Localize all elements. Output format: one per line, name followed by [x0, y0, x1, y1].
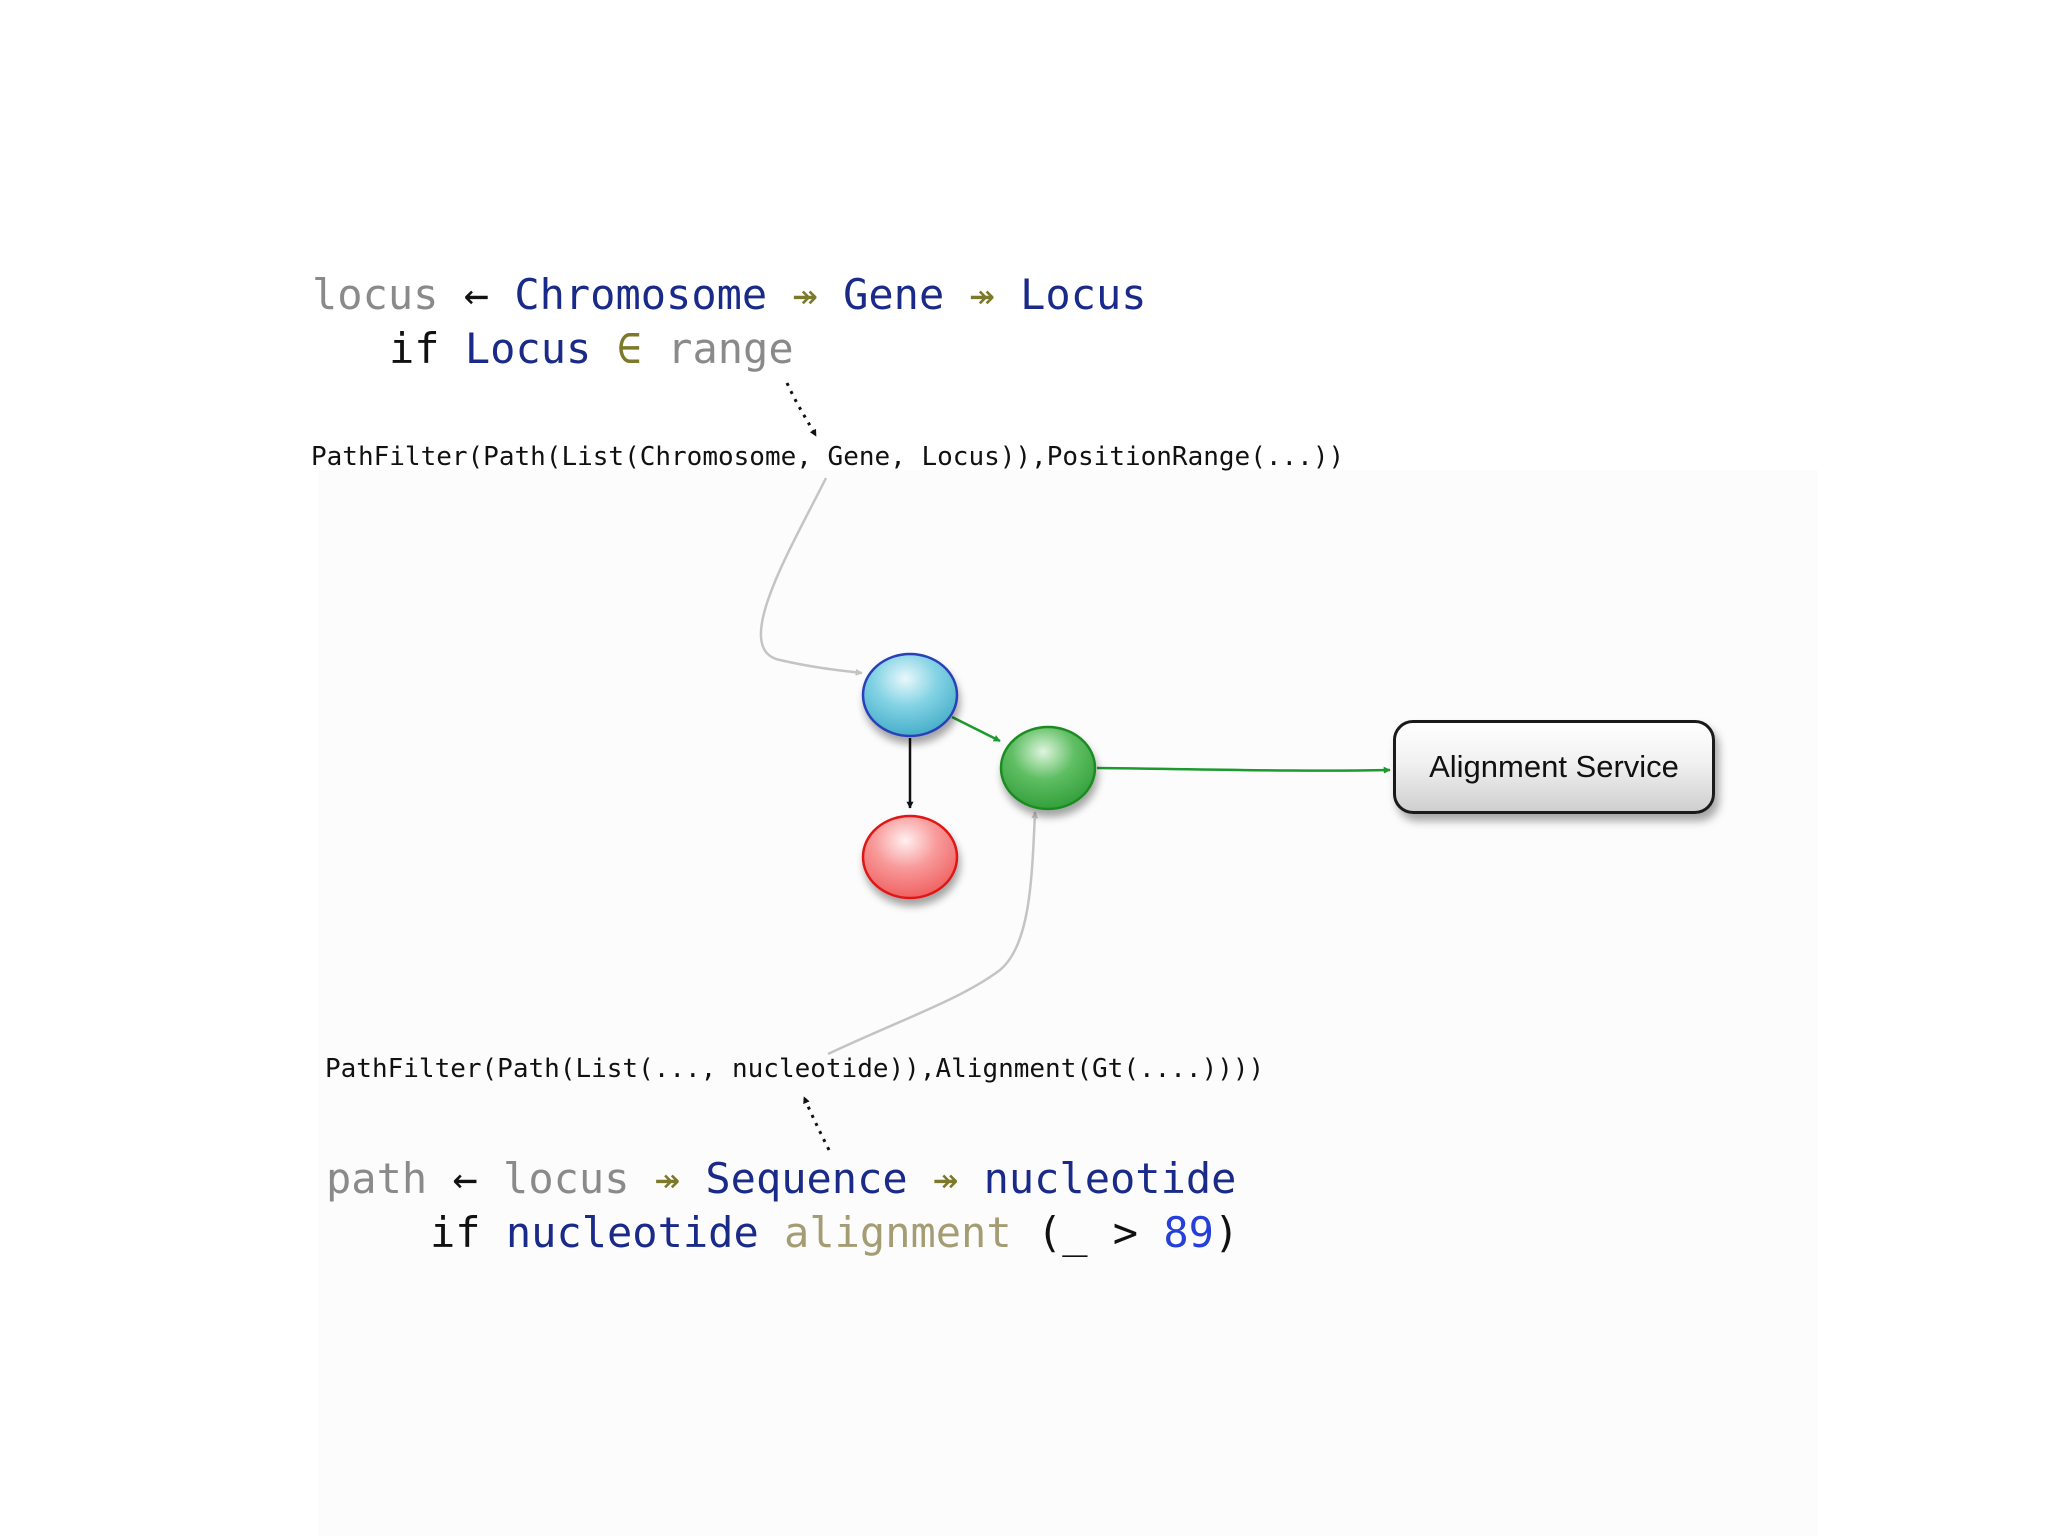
- query1-line1: locus ← Chromosome ↠ Gene ↠ Locus: [312, 274, 1147, 316]
- connector-cyan-to-green: [951, 715, 1001, 743]
- assign-arrow: ←: [463, 270, 490, 319]
- node-accept-green: [999, 725, 1097, 811]
- range-var: range: [667, 324, 794, 373]
- keyword-if: if: [389, 324, 440, 373]
- type-gene: Gene: [843, 270, 945, 319]
- path-arrow: ↠: [932, 1154, 959, 1203]
- keyword-if: if: [430, 1208, 481, 1257]
- alignment-service-box: Alignment Service: [1393, 720, 1715, 814]
- path-var: path: [326, 1154, 428, 1203]
- close-paren: ): [1213, 1208, 1240, 1257]
- query1-line2: if Locus ∈ range: [389, 328, 794, 370]
- path-arrow: ↠: [654, 1154, 681, 1203]
- query2-line2: if nucleotide alignment (_ > 89): [430, 1212, 1239, 1254]
- type-locus: Locus: [1020, 270, 1147, 319]
- alignment-function: alignment: [784, 1208, 1012, 1257]
- path-arrow: ↠: [792, 270, 818, 319]
- connector-filter1-to-node: [759, 477, 863, 676]
- type-nucleotide: nucleotide: [505, 1208, 759, 1257]
- greater-than-operator: >: [1112, 1208, 1139, 1257]
- connector-green-to-service: [1096, 766, 1391, 774]
- dotted-arrow-bottom: [802, 1096, 831, 1151]
- path-arrow: ↠: [969, 270, 995, 319]
- open-paren-placeholder: (_: [1036, 1208, 1088, 1257]
- path-filter-code-1: PathFilter(Path(List(Chromosome, Gene, L…: [311, 442, 1345, 472]
- connector-filter2-to-node: [827, 811, 1039, 1056]
- element-of-operator: ∈: [616, 324, 642, 373]
- alignment-service-label: Alignment Service: [1429, 749, 1679, 784]
- threshold-number: 89: [1163, 1208, 1214, 1257]
- dotted-arrow-top: [785, 382, 818, 437]
- node-filter-cyan: [861, 652, 959, 738]
- assign-arrow: ←: [452, 1154, 478, 1203]
- type-sequence: Sequence: [705, 1154, 908, 1203]
- query1-var: locus: [312, 270, 439, 319]
- path-filter-code-2: PathFilter(Path(List(..., nucleotide)),A…: [325, 1054, 1265, 1084]
- diagram-background: [318, 470, 1818, 1536]
- type-chromosome: Chromosome: [514, 270, 768, 319]
- type-nucleotide: nucleotide: [983, 1154, 1237, 1203]
- type-locus: Locus: [464, 324, 592, 373]
- node-reject-red: [861, 814, 959, 900]
- query2-line1: path ← locus ↠ Sequence ↠ nucleotide: [326, 1158, 1236, 1200]
- locus-var: locus: [503, 1154, 630, 1203]
